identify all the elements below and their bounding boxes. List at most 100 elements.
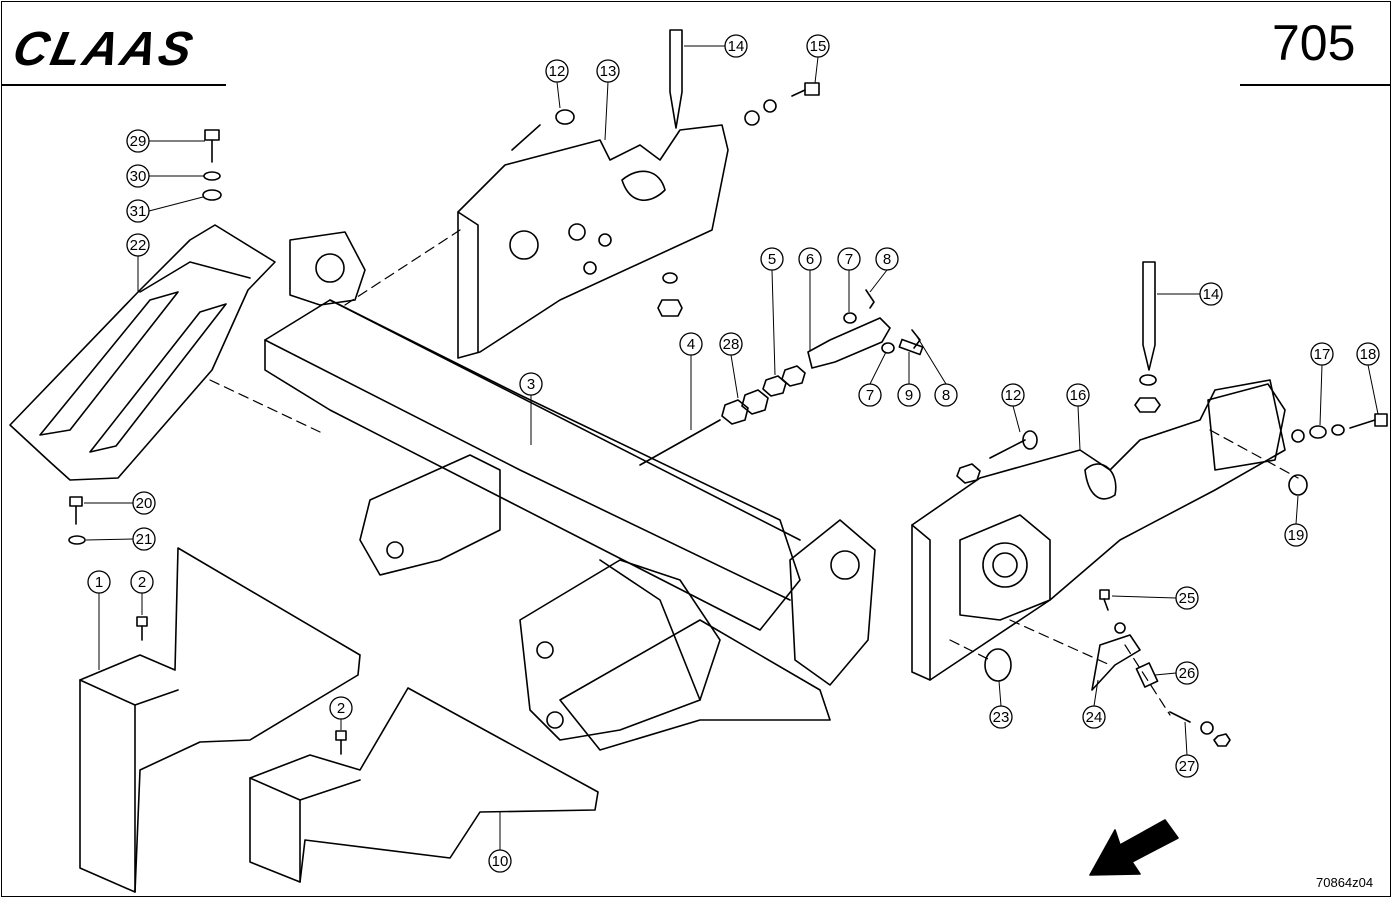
washer-12-upper <box>555 109 575 125</box>
side-plate-16 <box>911 379 1286 681</box>
nut-right <box>1134 397 1161 413</box>
callout-8-upper: 8 <box>869 247 899 293</box>
callout-29: 29 <box>126 129 205 153</box>
bracket-24 <box>1091 634 1141 691</box>
svg-text:17: 17 <box>1314 346 1331 363</box>
svg-text:25: 25 <box>1179 590 1196 607</box>
svg-text:13: 13 <box>600 63 617 80</box>
callout-15: 15 <box>806 34 830 84</box>
clip-8-upper <box>865 289 875 309</box>
svg-text:14: 14 <box>728 38 745 55</box>
callout-16: 16 <box>1066 383 1090 451</box>
svg-text:21: 21 <box>136 531 153 548</box>
svg-text:1: 1 <box>95 574 103 591</box>
callout-2-upper: 2 <box>130 570 154 615</box>
svg-text:3: 3 <box>527 376 535 393</box>
callout-14-right: 14 <box>1157 282 1223 306</box>
washer-right <box>1139 374 1157 386</box>
svg-text:12: 12 <box>549 63 566 80</box>
callout-1: 1 <box>87 570 111 670</box>
bolt-20 <box>69 496 83 525</box>
svg-text:10: 10 <box>492 853 509 870</box>
callout-26: 26 <box>1154 661 1199 685</box>
washer-nut-set-center <box>657 272 683 317</box>
direction-arrow-icon <box>1089 819 1179 876</box>
callout-31: 31 <box>126 196 204 223</box>
nuts-28 <box>721 389 769 425</box>
long-bolt-14-right <box>1142 261 1156 371</box>
duct-10 <box>249 687 599 883</box>
washer-31 <box>202 189 222 201</box>
callout-23: 23 <box>989 680 1013 729</box>
callout-4: 4 <box>679 332 703 430</box>
svg-text:7: 7 <box>845 251 853 268</box>
svg-text:8: 8 <box>883 251 891 268</box>
svg-text:7: 7 <box>866 387 874 404</box>
plug-23 <box>984 648 1012 682</box>
callout-17: 17 <box>1310 342 1334 426</box>
hardware-15 <box>744 82 820 126</box>
svg-text:2: 2 <box>337 700 345 717</box>
bolt-29 <box>204 129 220 163</box>
nut-12-right <box>956 463 981 484</box>
callout-22: 22 <box>126 233 150 292</box>
washer-12-right <box>1022 430 1038 450</box>
callout-10: 10 <box>488 812 512 873</box>
svg-text:24: 24 <box>1086 709 1103 726</box>
callout-30: 30 <box>126 164 204 188</box>
svg-text:19: 19 <box>1288 527 1305 544</box>
duct-1 <box>79 547 361 893</box>
callout-20: 20 <box>84 491 156 515</box>
cross-beam-3 <box>264 231 876 686</box>
side-plate-13 <box>457 124 729 359</box>
bolt-25 <box>1099 589 1126 634</box>
callout-27: 27 <box>1175 721 1199 778</box>
svg-text:22: 22 <box>130 237 147 254</box>
page-number: 705 <box>1272 15 1356 71</box>
callout-5: 5 <box>760 247 784 376</box>
washer-7-upper <box>843 312 857 324</box>
callout-9: 9 <box>897 352 921 407</box>
svg-text:30: 30 <box>130 168 147 185</box>
pin-9 <box>898 338 924 356</box>
svg-text:4: 4 <box>687 336 695 353</box>
callout-24: 24 <box>1082 679 1106 729</box>
bolt-2-lower <box>335 730 347 755</box>
svg-text:9: 9 <box>905 387 913 404</box>
svg-text:8: 8 <box>942 387 950 404</box>
long-bolt-14-upper <box>669 29 683 129</box>
svg-text:2: 2 <box>138 574 146 591</box>
nut-30 <box>203 171 221 181</box>
washer-7-lower <box>881 342 895 354</box>
callout-21: 21 <box>85 527 156 551</box>
callout-8-lower: 8 <box>915 334 958 407</box>
assembly-lines <box>209 229 1299 716</box>
lower-frame-structure <box>359 454 831 751</box>
washer-21 <box>68 535 86 545</box>
svg-text:31: 31 <box>130 203 147 220</box>
bolt-12-upper <box>511 124 541 151</box>
drawing-code: 70864z04 <box>1316 875 1374 890</box>
svg-text:20: 20 <box>136 495 153 512</box>
svg-text:15: 15 <box>810 38 827 55</box>
callout-6: 6 <box>798 247 822 350</box>
svg-text:28: 28 <box>723 336 740 353</box>
callout-7-lower: 7 <box>858 351 887 407</box>
bolt-27 <box>1169 711 1231 747</box>
header-rule-left <box>2 84 226 86</box>
fitting-26 <box>1135 662 1159 688</box>
callout-group: 1 2 2 3 4 5 6 7 7 8 8 9 10 12 12 13 14 1… <box>84 34 1380 873</box>
header-rule-right <box>1240 84 1390 86</box>
svg-text:5: 5 <box>768 251 776 268</box>
callout-12-upper: 12 <box>545 59 569 109</box>
callout-3: 3 <box>519 372 543 445</box>
callout-12-right: 12 <box>1001 383 1025 433</box>
callout-28: 28 <box>719 332 743 399</box>
svg-text:6: 6 <box>806 251 814 268</box>
callout-7-upper: 7 <box>837 247 861 312</box>
svg-text:16: 16 <box>1070 387 1087 404</box>
pivot-6 <box>807 317 891 369</box>
callout-18: 18 <box>1356 342 1380 415</box>
